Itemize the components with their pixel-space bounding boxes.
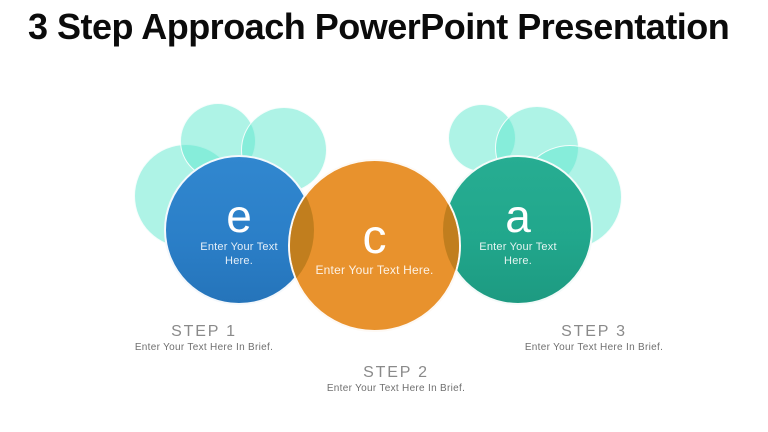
step1-caption-block: STEP 1 Enter Your Text Here In Brief. — [84, 322, 324, 353]
step1-circle-text: e Enter Your Text Here. — [200, 189, 278, 269]
step3-circle[interactable]: a Enter Your Text Here. — [443, 155, 593, 305]
step1-label: STEP 1 — [171, 323, 237, 340]
step2-label: STEP 2 — [363, 364, 429, 381]
step3-label: STEP 3 — [561, 323, 627, 340]
step3-circle-line2: Here. — [504, 255, 532, 268]
step2-circle-text: c Enter Your Text Here. — [315, 210, 434, 279]
step2-circle-line1: Enter Your Text Here. — [315, 262, 434, 277]
step1-circle-letter: e — [226, 189, 252, 242]
step1-circle-line2: Here. — [225, 255, 253, 268]
step3-circle-letter: a — [505, 189, 531, 242]
step3-circle-text: a Enter Your Text Here. — [479, 189, 557, 269]
step3-circle-line1: Enter Your Text — [479, 240, 557, 253]
step2-caption-block: STEP 2 Enter Your Text Here In Brief. — [276, 363, 516, 394]
step1-caption: Enter Your Text Here In Brief. — [134, 342, 274, 354]
step1-circle-line1: Enter Your Text — [200, 240, 278, 253]
step2-circle[interactable]: c Enter Your Text Here. — [288, 159, 461, 332]
step3-caption: Enter Your Text Here In Brief. — [524, 342, 664, 354]
overlap-orange-teal — [443, 161, 459, 305]
step2-circle-letter: c — [362, 210, 387, 264]
step2-caption: Enter Your Text Here In Brief. — [326, 383, 466, 395]
slide-title: 3 Step Approach PowerPoint Presentation — [28, 6, 730, 47]
step3-caption-block: STEP 3 Enter Your Text Here In Brief. — [474, 322, 714, 353]
